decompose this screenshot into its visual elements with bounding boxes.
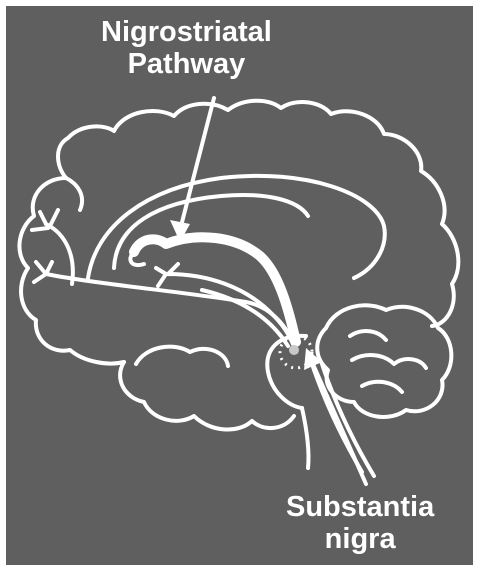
pathway-label-line1: Nigrostriatal (101, 16, 272, 48)
brainstem-left (302, 408, 309, 468)
substantia-nigra-dot (289, 345, 299, 355)
diagram-panel: Nigrostriatal Pathway Substantia nigra (6, 6, 473, 565)
pathway-label-line2: Pathway (101, 48, 272, 80)
cortex-outline (58, 101, 458, 326)
cerebellum-folia-3 (362, 382, 402, 392)
cerebellum-folia-1 (350, 331, 386, 340)
corpus-callosum-inner (114, 195, 308, 268)
nigra-label-line2: nigra (286, 523, 434, 555)
temporal-sulcus (136, 347, 228, 366)
nigra-label-line1: Substantia (286, 491, 434, 523)
cortical-to-midbrain-fiber (46, 274, 294, 344)
cerebellum-folia-2 (352, 355, 426, 368)
brainstem-right (322, 364, 374, 476)
substantia-nigra-label: Substantia nigra (286, 491, 434, 555)
pathway-arrow-line (180, 98, 214, 230)
nigrostriatal-pathway-label: Nigrostriatal Pathway (101, 16, 272, 80)
nigra-arrow-line (312, 362, 366, 484)
frontal-projection-lower (34, 262, 52, 282)
brain-drawing (6, 6, 473, 565)
cortex-fold-left (66, 178, 82, 210)
